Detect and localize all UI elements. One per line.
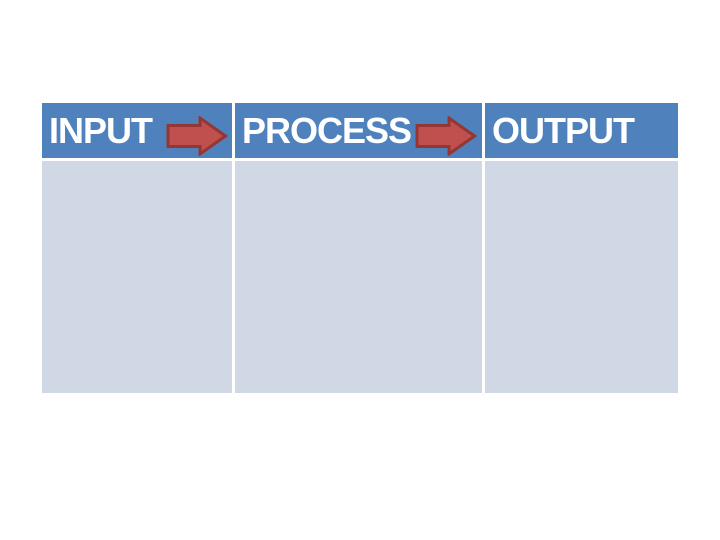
process-body-cell (235, 161, 482, 393)
column-header-output: OUTPUT (485, 103, 678, 158)
right-arrow-icon (166, 116, 228, 156)
ipo-table: INPUT PROCESS OUTPUT (42, 103, 678, 393)
output-body-cell (485, 161, 678, 393)
right-arrow-icon (415, 116, 477, 156)
input-body-cell (42, 161, 232, 393)
